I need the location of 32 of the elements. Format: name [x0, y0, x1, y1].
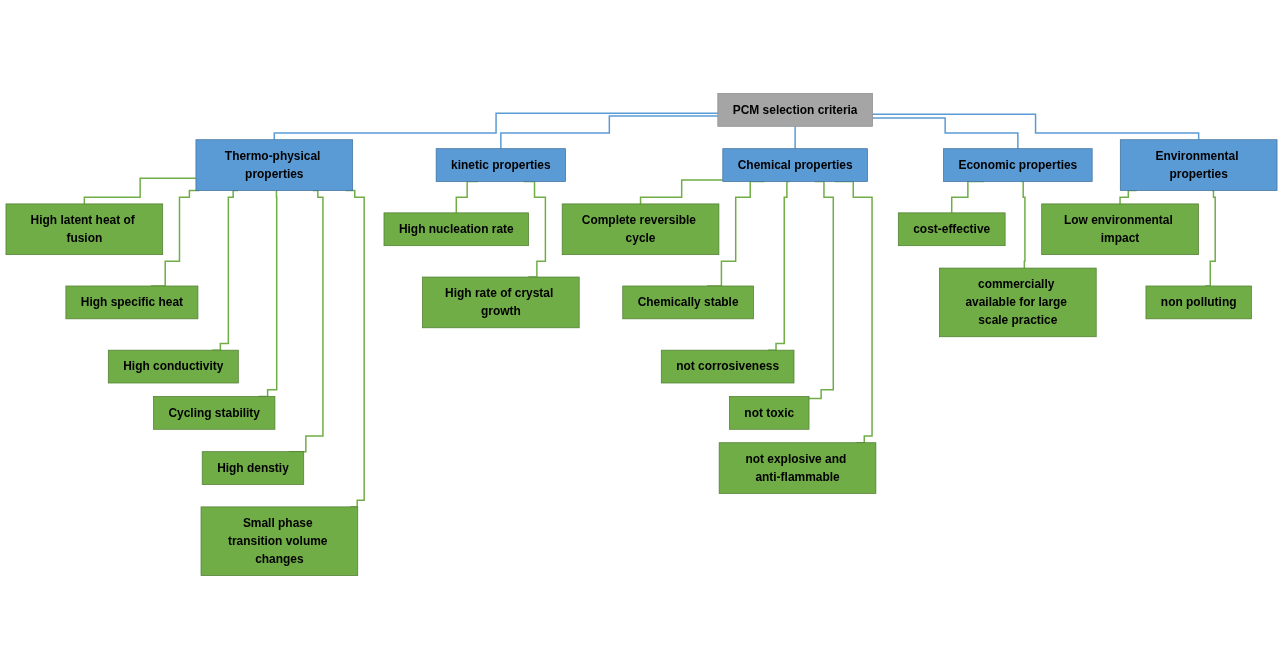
node-box: Chemically stable — [622, 285, 754, 320]
node-box: High rate of crystal growth — [422, 276, 580, 329]
node-box: High latent heat of fusion — [5, 203, 164, 256]
node-box: not toxic — [729, 396, 810, 430]
node-box: Small phase transition volume changes — [200, 506, 359, 576]
connector — [808, 180, 834, 400]
node-box: High denstiy — [201, 451, 305, 485]
node-box: Low environmental impact — [1041, 203, 1199, 256]
node-box: kinetic properties — [435, 148, 566, 182]
connector — [83, 177, 197, 205]
connector — [639, 179, 724, 205]
connector — [871, 117, 1019, 150]
node-box: Complete reversible cycle — [561, 203, 720, 256]
node-box: High nucleation rate — [383, 212, 529, 247]
connector — [871, 113, 1200, 141]
node-box: Environmental properties — [1119, 139, 1278, 191]
connector — [1020, 180, 1026, 269]
connector — [500, 115, 719, 150]
node-box: commercially available for large scale practice — [939, 267, 1097, 338]
node-box: Cycling stability — [153, 396, 276, 430]
node-box: Economic properties — [943, 148, 1093, 182]
node-box: not explosive and anti-flammable — [718, 442, 877, 494]
connector — [273, 112, 719, 141]
node-box: non polluting — [1145, 285, 1252, 320]
node-box: PCM selection criteria — [717, 93, 873, 127]
connector — [794, 125, 796, 150]
node-box: Chemical properties — [722, 148, 868, 182]
node-box: High conductivity — [107, 349, 239, 384]
node-box: not corrosiveness — [660, 349, 795, 384]
node-box: Thermo-physical properties — [195, 139, 354, 191]
node-box: cost-effective — [897, 212, 1006, 247]
node-box: High specific heat — [65, 285, 199, 320]
